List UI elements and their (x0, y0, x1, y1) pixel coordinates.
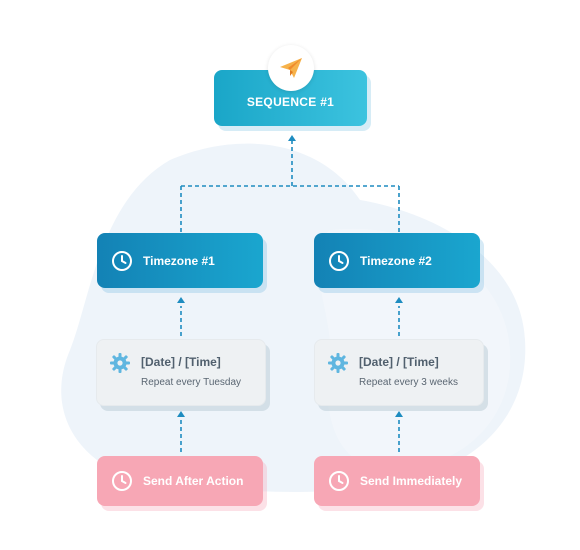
sequence-node[interactable]: SEQUENCE #1 (214, 70, 367, 126)
send-immediately-node[interactable]: Send Immediately (314, 456, 480, 506)
timezone-label: Timezone #2 (360, 253, 432, 268)
arrowhead-timezone-right (395, 297, 403, 303)
arrowhead-timezone-left (177, 297, 185, 303)
trigger-label: Send Immediately (360, 474, 463, 488)
schedule-title: [Date] / [Time] (141, 355, 221, 369)
clock-icon (328, 470, 350, 492)
paper-plane-icon (268, 45, 314, 91)
schedule-repeat-text: Repeat every 3 weeks (359, 377, 458, 388)
schedule-repeat-text: Repeat every Tuesday (141, 377, 242, 388)
gear-icon (327, 352, 349, 374)
schedule-node-2[interactable]: [Date] / [Time] Repeat every 3 weeks (314, 339, 484, 406)
arrowhead-sequence (288, 135, 296, 141)
schedule-title: [Date] / [Time] (359, 355, 439, 369)
clock-icon (328, 250, 350, 272)
sequence-label: SEQUENCE #1 (246, 95, 335, 109)
timezone-node-2[interactable]: Timezone #2 (314, 233, 480, 288)
arrowhead-schedule-left (177, 411, 185, 417)
arrowhead-schedule-right (395, 411, 403, 417)
schedule-node-1[interactable]: [Date] / [Time] Repeat every Tuesday (96, 339, 266, 406)
clock-icon (111, 470, 133, 492)
timezone-node-1[interactable]: Timezone #1 (97, 233, 263, 288)
send-after-action-node[interactable]: Send After Action (97, 456, 263, 506)
gear-icon (109, 352, 131, 374)
clock-icon (111, 250, 133, 272)
trigger-label: Send After Action (143, 474, 244, 488)
timezone-label: Timezone #1 (143, 253, 215, 268)
